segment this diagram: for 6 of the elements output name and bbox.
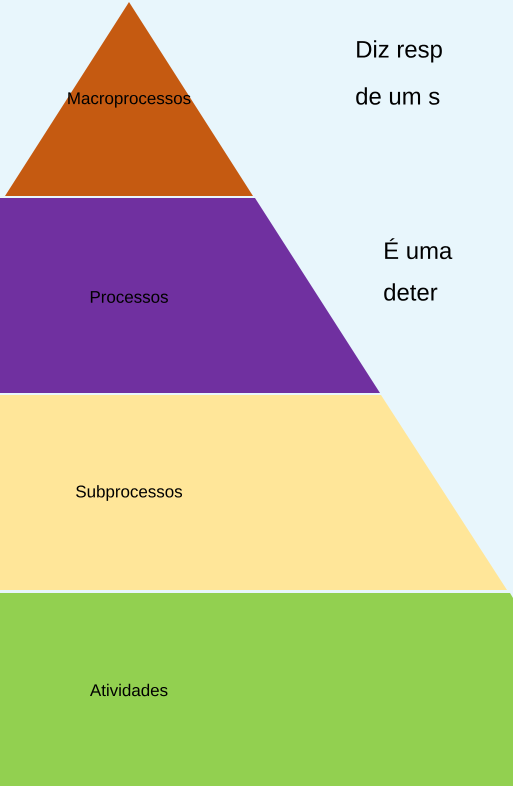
description-text: Diz resp xyxy=(357,40,442,62)
description-text: de um s xyxy=(356,87,440,105)
pyramid-level: Processos xyxy=(0,198,380,393)
pyramid-level: Subprocessos xyxy=(0,395,507,590)
pyramid-level: Atividades xyxy=(0,593,513,786)
pyramid-level: Macroprocessos xyxy=(5,2,253,196)
